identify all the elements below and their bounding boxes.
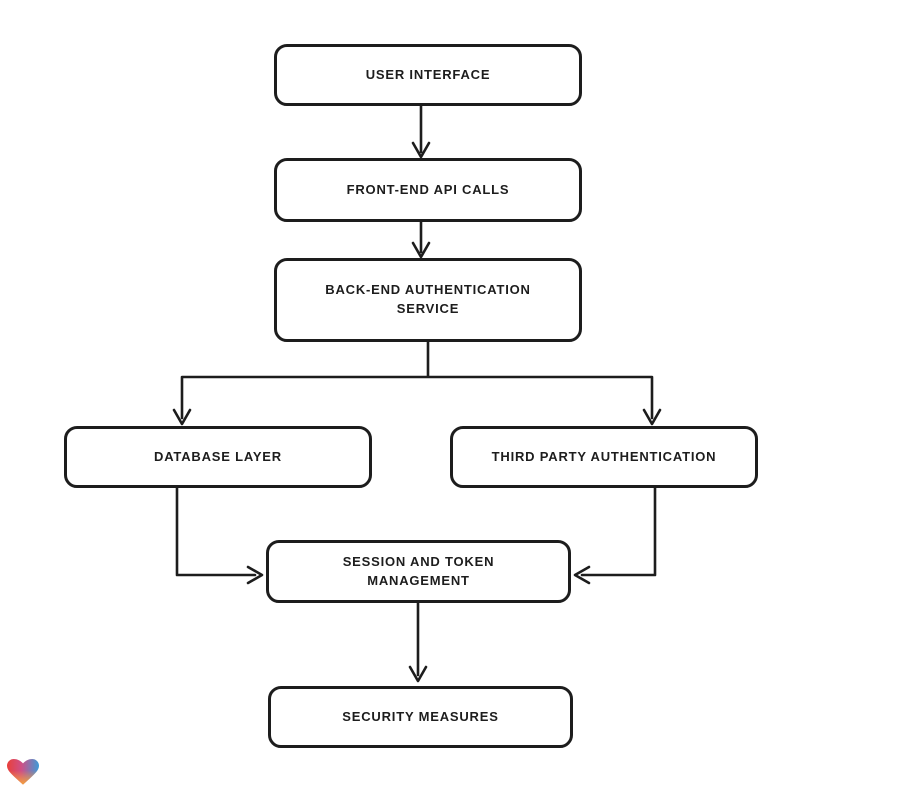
node-user-interface: USER INTERFACE — [274, 44, 582, 106]
node-session-and-token-management: SESSION AND TOKEN MANAGEMENT — [266, 540, 571, 603]
edge-frontend-to-backend — [411, 220, 431, 259]
node-database-layer: DATABASE LAYER — [64, 426, 372, 488]
node-label: USER INTERFACE — [365, 66, 491, 82]
node-label: THIRD PARTY AUTHENTICATION — [491, 448, 717, 464]
node-label: BACK-END AUTHENTICATION SERVICE — [325, 282, 531, 316]
edge-backend-branch — [172, 340, 662, 426]
node-label: FRONT-END API CALLS — [346, 181, 510, 197]
heart-shape-overlay — [7, 759, 39, 785]
node-back-end-authentication-service: BACK-END AUTHENTICATION SERVICE — [274, 258, 582, 342]
node-label: SECURITY MEASURES — [342, 708, 499, 724]
edge-user-to-frontend — [411, 104, 431, 159]
node-label: SESSION AND TOKEN MANAGEMENT — [342, 553, 495, 588]
node-label: DATABASE LAYER — [154, 448, 282, 464]
edge-thirdparty-to-session — [573, 486, 657, 585]
heart-logo[interactable] — [7, 758, 39, 790]
edge-session-to-security — [408, 601, 428, 683]
node-security-measures: SECURITY MEASURES — [268, 686, 573, 748]
node-third-party-authentication: THIRD PARTY AUTHENTICATION — [450, 426, 758, 488]
edge-database-to-session — [175, 486, 264, 585]
node-front-end-api-calls: FRONT-END API CALLS — [274, 158, 582, 222]
